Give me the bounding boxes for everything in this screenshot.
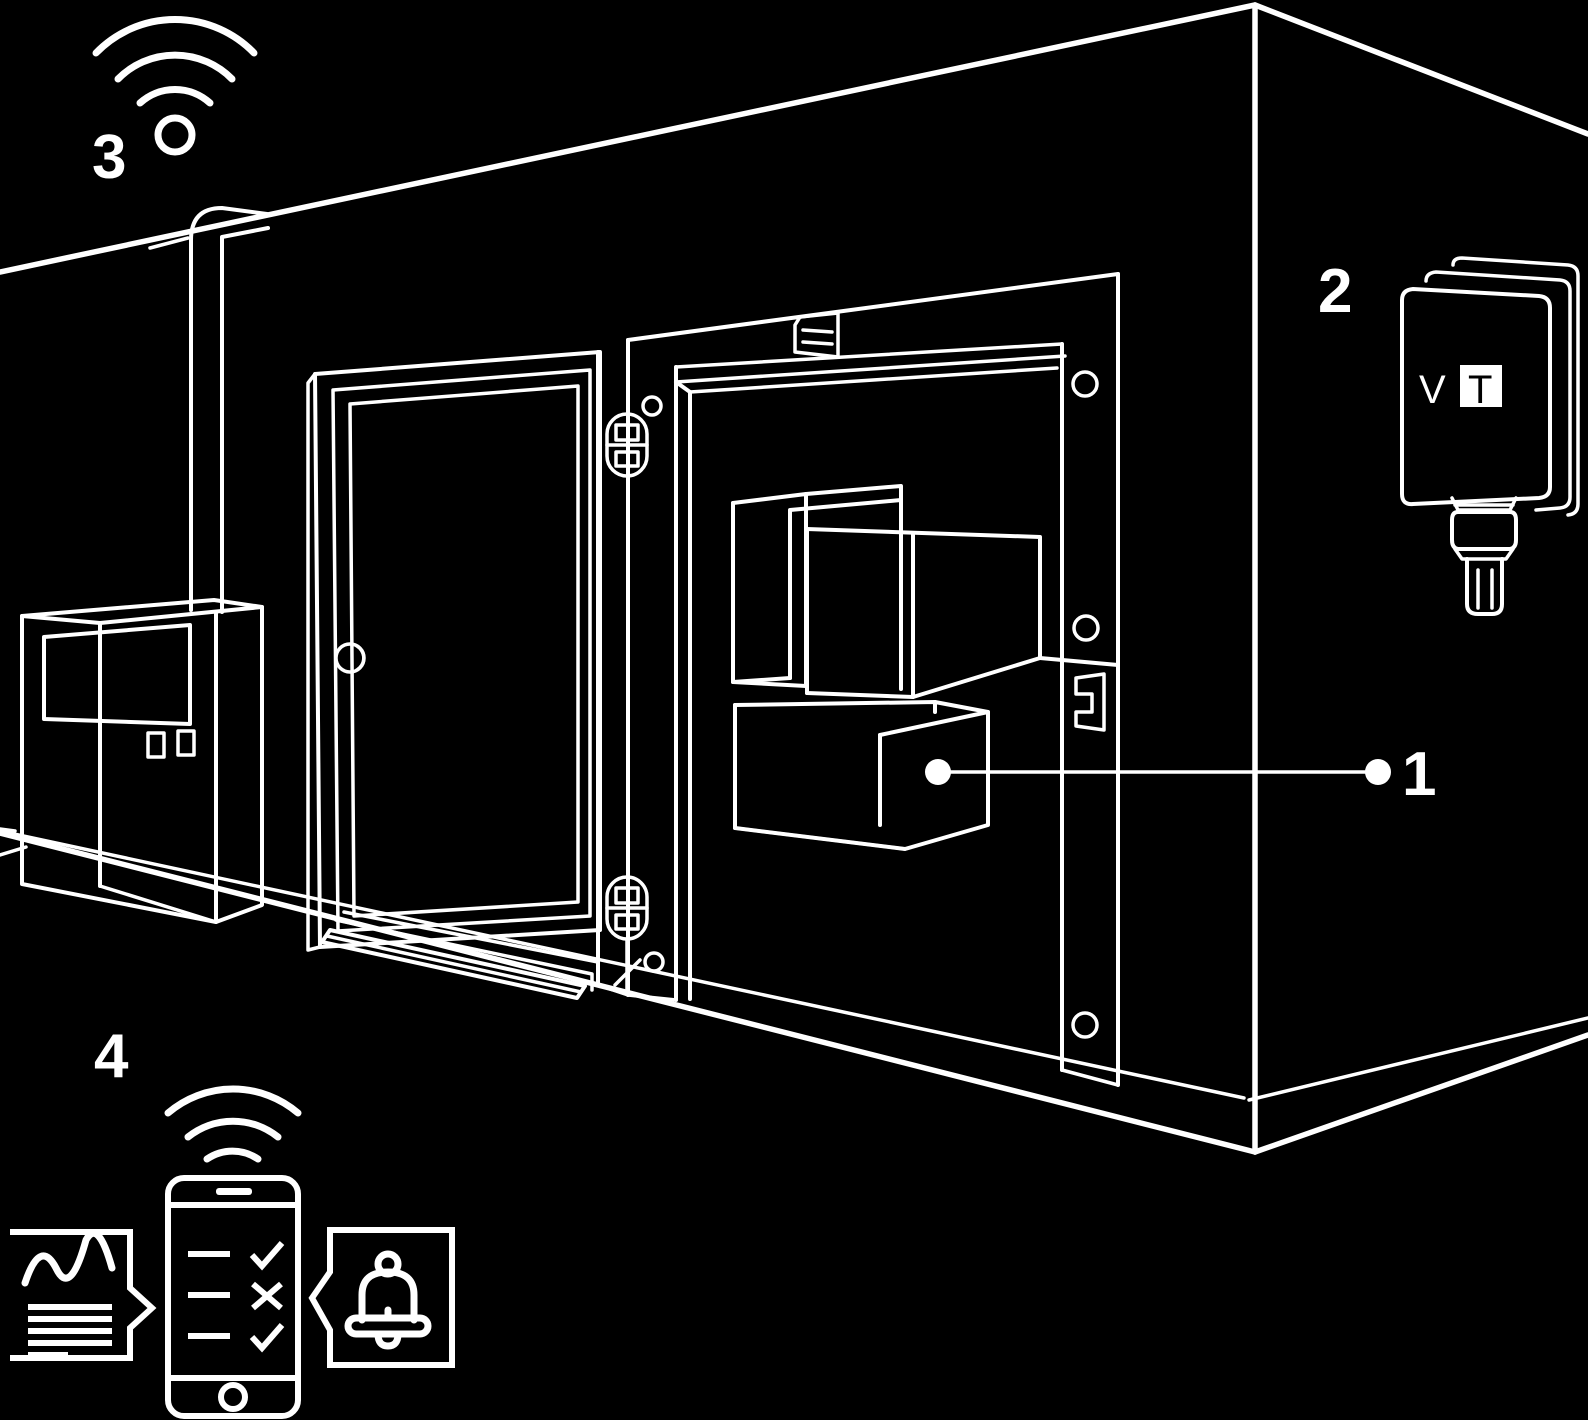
equipment-upper-box [731, 484, 903, 691]
equipment-cabinet[interactable] [805, 527, 1120, 699]
equipment-lower-box [733, 700, 990, 851]
door-frame [596, 272, 1120, 1087]
bell-icon[interactable] [308, 1227, 455, 1368]
callout-label-1: 1 [1402, 740, 1436, 809]
screw-hole-icon [1071, 370, 1099, 398]
door-handle-icon[interactable] [334, 642, 366, 674]
callout-label-2: 2 [1318, 257, 1352, 326]
phone-speaker [216, 1188, 252, 1195]
screw-hole-icon [1071, 1011, 1099, 1039]
strike-plate-icon [1074, 672, 1106, 732]
sensor-unit-icon[interactable]: V T 2 [1318, 256, 1580, 616]
wifi-signal-icon [92, 16, 258, 107]
report-chart-icon[interactable] [10, 1229, 157, 1361]
cross-icon [251, 1281, 283, 1311]
bell-glyph [344, 1250, 432, 1350]
screw-hole-icon [1072, 614, 1100, 642]
room-shell [0, 2, 1588, 1155]
callout-end-dot [1365, 759, 1391, 785]
list-item [188, 1281, 283, 1311]
callout-1-leader: 1 [925, 740, 1436, 809]
screw-hole-icon [641, 395, 663, 417]
hinge-icon [605, 875, 665, 992]
phone-home-button[interactable] [218, 1382, 248, 1412]
list-item [188, 1323, 285, 1353]
wireless-gateway-antenna[interactable]: 3 [92, 16, 258, 192]
sensor-logo-box [1460, 365, 1502, 407]
panel-button-1[interactable] [146, 731, 166, 759]
antenna-conduit [148, 206, 270, 614]
control-panel-icon[interactable] [0, 598, 264, 924]
latch-bracket-icon [793, 311, 840, 359]
sensor-logo-t: T [1468, 368, 1492, 412]
door-icon[interactable] [306, 350, 602, 1000]
check-icon [249, 1323, 285, 1353]
hinge-icon [605, 395, 663, 478]
callout-label-3: 3 [92, 123, 126, 192]
wifi-signal-icon [164, 1085, 302, 1163]
sensor-probe-icon [1450, 496, 1518, 616]
screw-hole-icon [643, 951, 665, 973]
sensor-logo-v: V [1419, 368, 1446, 412]
callout-label-4: 4 [94, 1022, 129, 1091]
smartphone-icon[interactable] [165, 1175, 301, 1419]
panel-button-2[interactable] [176, 729, 196, 757]
antenna-dot-icon [154, 114, 196, 156]
list-item [188, 1241, 285, 1271]
check-icon [249, 1241, 285, 1271]
